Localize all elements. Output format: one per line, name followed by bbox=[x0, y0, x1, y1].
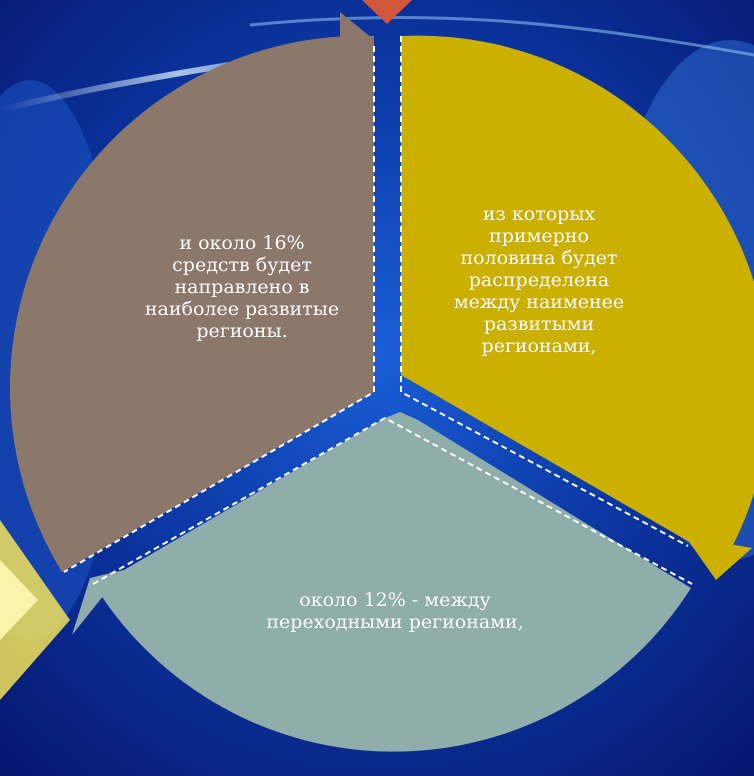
top-center-arrow-marker bbox=[362, 0, 412, 24]
segment-bottom-arrowhead bbox=[72, 570, 124, 635]
segment-top-right bbox=[401, 35, 754, 562]
segment-top-left-text: и около 16% средств будет направлено в н… bbox=[144, 232, 340, 342]
segment-top-left bbox=[9, 36, 374, 572]
segment-bottom bbox=[95, 412, 691, 752]
segment-top-right-dashed-border bbox=[400, 36, 689, 547]
background-light-streak-upper bbox=[249, 15, 754, 57]
segment-top-left-arrowhead bbox=[340, 12, 372, 45]
segment-top-right-arrowhead bbox=[685, 536, 752, 580]
background-yellow-ray-2 bbox=[0, 560, 38, 640]
segment-bottom-text: около 12% - между переходными регионами, bbox=[266, 589, 524, 633]
segment-bottom-dashed-border bbox=[92, 416, 693, 585]
segment-top-left-dashed-border bbox=[63, 46, 375, 573]
background-yellow-ray bbox=[0, 520, 70, 700]
segment-top-right-text: из которых примерно половина будет распр… bbox=[453, 203, 625, 357]
